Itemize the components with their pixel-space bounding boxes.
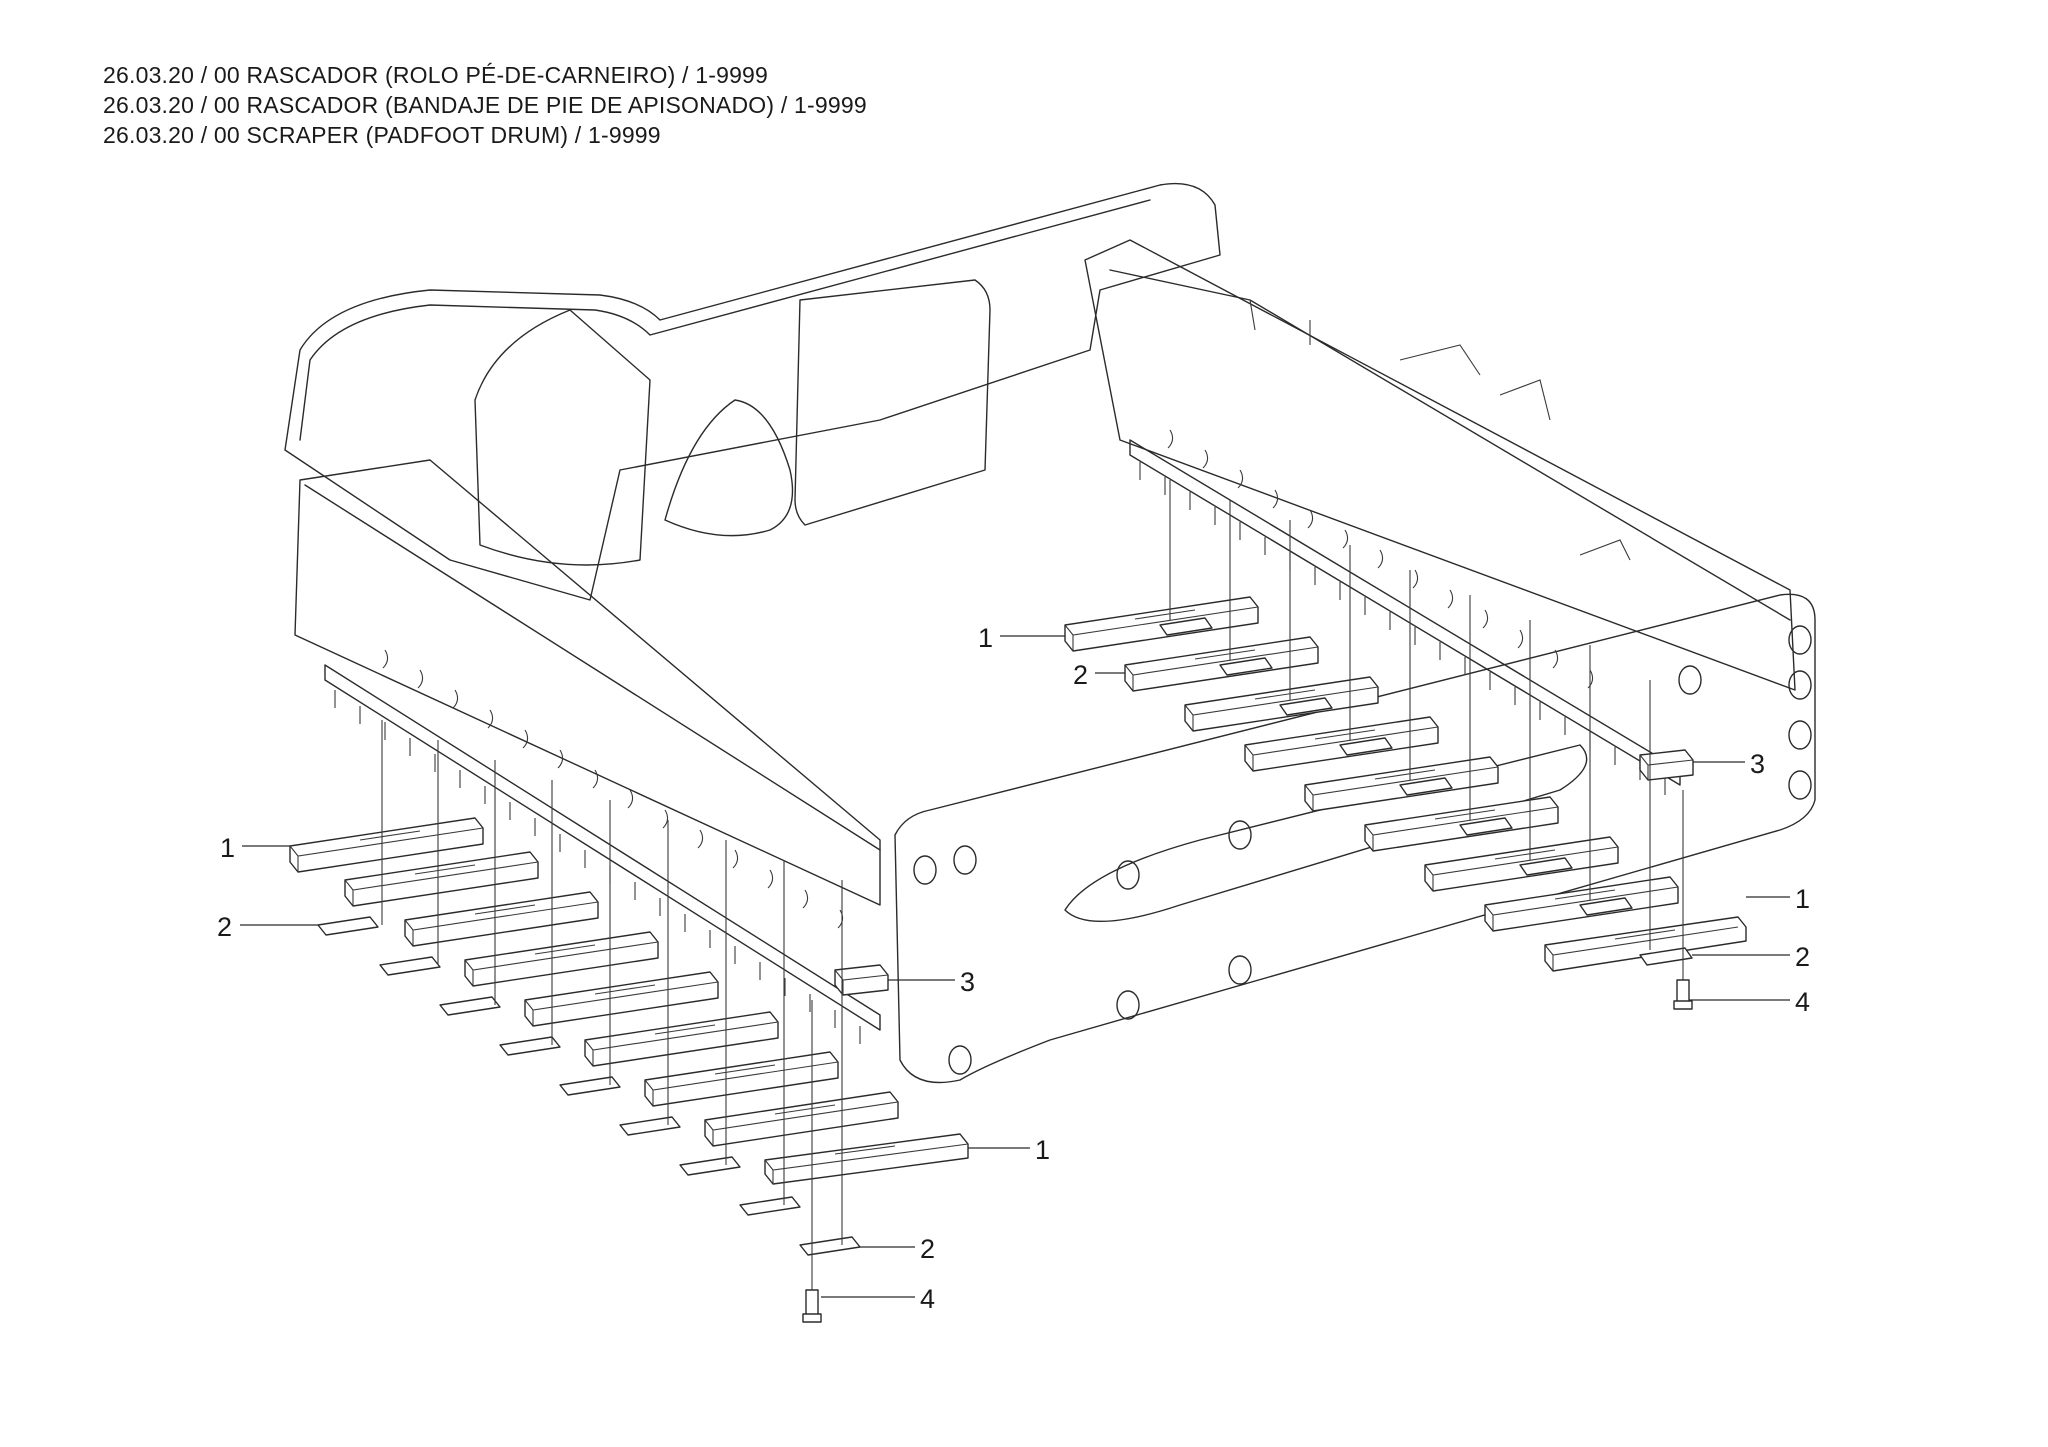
left-bar-4 xyxy=(464,931,659,987)
right-tooth-comb xyxy=(1129,429,1681,795)
left-clamp-block xyxy=(834,964,889,996)
callout-4-bottom: 4 xyxy=(920,1284,935,1314)
callout-2-upper: 2 xyxy=(1073,660,1088,690)
left-bar-1 xyxy=(289,817,484,873)
left-side-beam xyxy=(294,459,881,906)
title-line-es: 26.03.20 / 00 RASCADOR (BANDAJE DE PIE D… xyxy=(103,92,867,118)
callout-labels: 1 2 3 1 2 4 1 2 3 1 2 4 xyxy=(217,623,1810,1314)
right-bar-9 xyxy=(1544,916,1747,972)
title-line-pt: 26.03.20 / 00 RASCADOR (ROLO PÉ-DE-CARNE… xyxy=(103,62,769,88)
callout-2-left: 2 xyxy=(217,912,232,942)
back-window-right xyxy=(794,279,991,526)
left-bar-5 xyxy=(524,971,719,1027)
right-bar-3 xyxy=(1184,676,1379,732)
back-window-triangle xyxy=(664,399,794,537)
back-window-left xyxy=(474,309,651,566)
left-bolt xyxy=(802,1289,822,1323)
left-tooth-comb xyxy=(324,649,881,1044)
right-bar-2 xyxy=(1124,636,1319,692)
right-bar-1 xyxy=(1064,596,1259,652)
right-side-beam xyxy=(1084,239,1796,691)
right-bar-5 xyxy=(1304,756,1499,812)
callout-1-bottom: 1 xyxy=(1035,1135,1050,1165)
left-bar-9 xyxy=(764,1133,969,1185)
right-side-beam-top xyxy=(1109,269,1791,621)
right-clamp-block xyxy=(1639,749,1694,781)
right-bar-4 xyxy=(1244,716,1439,772)
left-plates xyxy=(317,916,861,1256)
callout-3-right: 3 xyxy=(1750,749,1765,779)
right-bolt xyxy=(1673,979,1693,1010)
callout-1-upper: 1 xyxy=(978,623,993,653)
left-bar-3 xyxy=(404,891,599,947)
left-scraper-parts xyxy=(289,720,969,1323)
right-scraper-parts xyxy=(1064,480,1747,1010)
front-plate-holes xyxy=(913,625,1812,1075)
frame-back-inner xyxy=(299,199,1151,441)
callout-2-bottom: 2 xyxy=(920,1234,935,1264)
frame-front-plate xyxy=(894,593,1816,1084)
right-bar-8 xyxy=(1484,876,1679,932)
callout-3-left: 3 xyxy=(960,967,975,997)
callout-4-right: 4 xyxy=(1795,987,1810,1017)
left-bar-2 xyxy=(344,851,539,907)
frame-back-plate xyxy=(284,182,1221,601)
callout-1-right: 1 xyxy=(1795,884,1810,914)
callout-1-left: 1 xyxy=(220,833,235,863)
right-bar-6 xyxy=(1364,796,1559,852)
left-bar-8 xyxy=(704,1091,899,1147)
drawing-title-block: 26.03.20 / 00 RASCADOR (ROLO PÉ-DE-CARNE… xyxy=(103,60,867,150)
callout-2-right: 2 xyxy=(1795,942,1810,972)
right-bar-7 xyxy=(1424,836,1619,892)
title-line-en: 26.03.20 / 00 SCRAPER (PADFOOT DRUM) / 1… xyxy=(103,122,661,148)
right-plates xyxy=(1159,617,1693,966)
leader-lines xyxy=(240,635,1790,1298)
frame-assembly xyxy=(284,182,1816,1084)
left-bar-7 xyxy=(644,1051,839,1107)
left-bar-6 xyxy=(584,1011,779,1067)
